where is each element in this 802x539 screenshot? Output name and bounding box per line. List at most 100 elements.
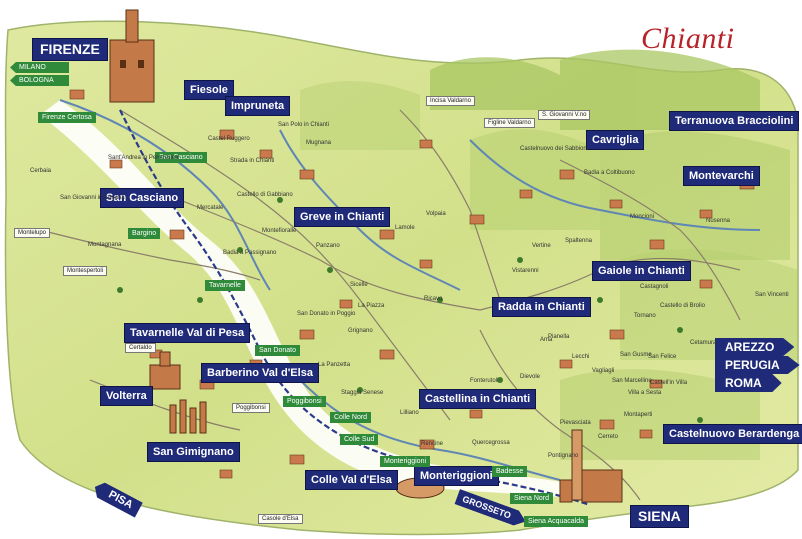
sign-montelupo: Montelupo: [14, 228, 51, 238]
sign-casole: Casole d'Elsa: [258, 514, 303, 524]
village-castel-ruggero: Castel Ruggero: [208, 136, 250, 142]
label-volterra[interactable]: Volterra: [100, 386, 153, 406]
village-dievole: Dievole: [520, 374, 541, 380]
label-barberino[interactable]: Barberino Val d'Elsa: [201, 363, 319, 383]
village-moncioni: Moncioni: [630, 214, 655, 220]
village-pianella: Pianella: [548, 334, 570, 340]
sign-figline: Figline Valdarno: [484, 118, 535, 128]
label-gaiole[interactable]: Gaiole in Chianti: [592, 261, 691, 281]
direction-perugia[interactable]: PERUGIA: [715, 356, 800, 374]
village-lamole: Lamole: [395, 225, 415, 231]
village-coltibuono: Badia a Coltibuono: [584, 170, 635, 176]
direction-milano[interactable]: MILANO: [10, 62, 69, 73]
label-monteriggioni[interactable]: Monteriggioni: [414, 466, 499, 486]
label-cavriglia[interactable]: Cavriglia: [586, 130, 645, 150]
label-fiesole[interactable]: Fiesole: [184, 80, 234, 100]
village-spaltenna: Spaltenna: [565, 238, 593, 244]
village-montaperti: Montaperti: [624, 412, 653, 418]
village-san-felice: San Felice: [648, 354, 677, 360]
village-fonterutoli: Fonterutoli: [470, 378, 499, 384]
village-san-polo: San Polo in Chianti: [278, 122, 330, 128]
sign-badesse: Badesse: [492, 466, 528, 477]
sign-montespertoli: Montespertoli: [63, 266, 108, 276]
sign-colle-sud: Colle Sud: [340, 434, 379, 445]
village-cerbaia: Cerbaia: [30, 168, 52, 174]
village-castagnoli: Castagnoli: [640, 284, 669, 290]
village-san-donato-poggio: San Donato in Poggio: [297, 311, 356, 317]
label-castellina[interactable]: Castellina in Chianti: [419, 389, 537, 409]
sign-certaldo: Certaldo: [125, 343, 156, 353]
village-quercegrossa: Quercegrossa: [472, 440, 510, 446]
sign-monteriggioni: Monteriggioni: [380, 456, 431, 467]
village-castello-gabbiano: Castello di Gabbiano: [237, 192, 293, 198]
village-ama: Ama: [540, 337, 553, 343]
village-san-vincenti: San Vincenti: [755, 292, 789, 298]
volterra-icon: [149, 351, 181, 390]
village-san-marcellino: San Marcellino: [612, 378, 652, 384]
village-nusenna: Nusenna: [706, 218, 731, 224]
label-castelnuovo[interactable]: Castelnuovo Berardenga: [663, 424, 802, 444]
sign-siena-acquacalda: Siena Acquacalda: [524, 516, 589, 527]
village-san-gusme: San Gusme: [620, 352, 652, 358]
village-la-panzetta: La Panzetta: [318, 362, 351, 368]
village-castell-in-villa: Castell'in Villa: [650, 380, 688, 386]
label-tavarnelle[interactable]: Tavarnelle Val di Pesa: [124, 323, 251, 343]
village-mugnana: Mugnana: [306, 140, 332, 146]
elsa-valley: [40, 100, 600, 500]
sign-san-casciano: San Casciano: [155, 152, 207, 163]
village-pievasciata: Pievasciata: [560, 420, 591, 426]
village-san-giovanni-sugana: San Giovanni in Sugana: [60, 195, 125, 201]
village-panzano: Panzano: [316, 243, 340, 249]
sign-tavarnelle: Tavarnelle: [205, 280, 245, 291]
label-radda[interactable]: Radda in Chianti: [492, 297, 591, 317]
siena-tower-icon: [559, 429, 623, 503]
label-montevarchi[interactable]: Montevarchi: [683, 166, 760, 186]
sign-firenze-certosa: Firenze Certosa: [38, 112, 96, 123]
village-sicelle: Sicelle: [350, 282, 368, 288]
village-vagliagli: Vagliagli: [592, 368, 615, 374]
direction-arezzo[interactable]: AREZZO: [715, 338, 795, 356]
village-villa-a-sesta: Villa a Sesta: [628, 390, 662, 396]
trees: [117, 197, 703, 423]
sign-colle-nord: Colle Nord: [330, 412, 372, 423]
village-grignano: Grignano: [348, 328, 373, 334]
direction-roma[interactable]: ROMA: [715, 374, 782, 392]
map-title: Chianti: [641, 22, 735, 55]
label-colle[interactable]: Colle Val d'Elsa: [305, 470, 398, 490]
sign-poggibonsi-white: Poggibonsi: [232, 403, 270, 413]
sign-san-giovanni: S. Giovanni V.no: [538, 110, 591, 120]
village-brolio: Castello di Brolio: [660, 303, 706, 309]
village-lecchi: Lecchi: [572, 354, 590, 360]
label-san-casciano[interactable]: San Casciano: [100, 188, 185, 208]
village-lilliano: Lilliano: [400, 410, 419, 416]
sign-poggibonsi: Poggibonsi: [283, 396, 326, 407]
label-greve[interactable]: Greve in Chianti: [294, 207, 391, 227]
village-ricavo: Ricavo: [424, 296, 443, 302]
village-montefioralle: Montefioralle: [262, 228, 297, 234]
direction-bologna[interactable]: BOLOGNA: [10, 75, 69, 86]
village-montagnana: Montagnana: [88, 242, 122, 248]
san-gimignano-icon: [169, 399, 207, 434]
sign-siena-nord: Siena Nord: [510, 493, 554, 504]
village-pontignano: Pontignano: [548, 453, 579, 459]
village-sant-andrea: Sant'Andrea in Percussina: [108, 155, 179, 161]
palazzo-vecchio-icon: [109, 9, 155, 103]
village-vistarenni: Vistarenni: [512, 268, 539, 274]
village-volpaia: Volpaia: [426, 211, 446, 217]
village-staggia: Staggia Senese: [341, 390, 384, 396]
village-tornano: Tornano: [634, 313, 656, 319]
label-san-gimignano[interactable]: San Gimignano: [147, 442, 240, 462]
label-siena[interactable]: SIENA: [630, 505, 689, 528]
label-impruneta[interactable]: Impruneta: [225, 96, 291, 116]
label-firenze[interactable]: FIRENZE: [32, 38, 108, 61]
village-badia-passignano: Badia a Passignano: [223, 250, 277, 256]
village-strada: Strada in Chianti: [230, 158, 275, 164]
sign-incisa: Incisa Valdarno: [426, 96, 475, 106]
label-terranuova[interactable]: Terranuova Bracciolini: [669, 111, 800, 131]
village-mercatale: Mercatale: [197, 205, 224, 211]
village-vertine: Vertine: [532, 243, 551, 249]
village-cetamura: Cetamura: [690, 340, 717, 346]
sign-san-donato: San Donato: [255, 345, 300, 356]
village-rencine: Rencine: [421, 441, 444, 447]
